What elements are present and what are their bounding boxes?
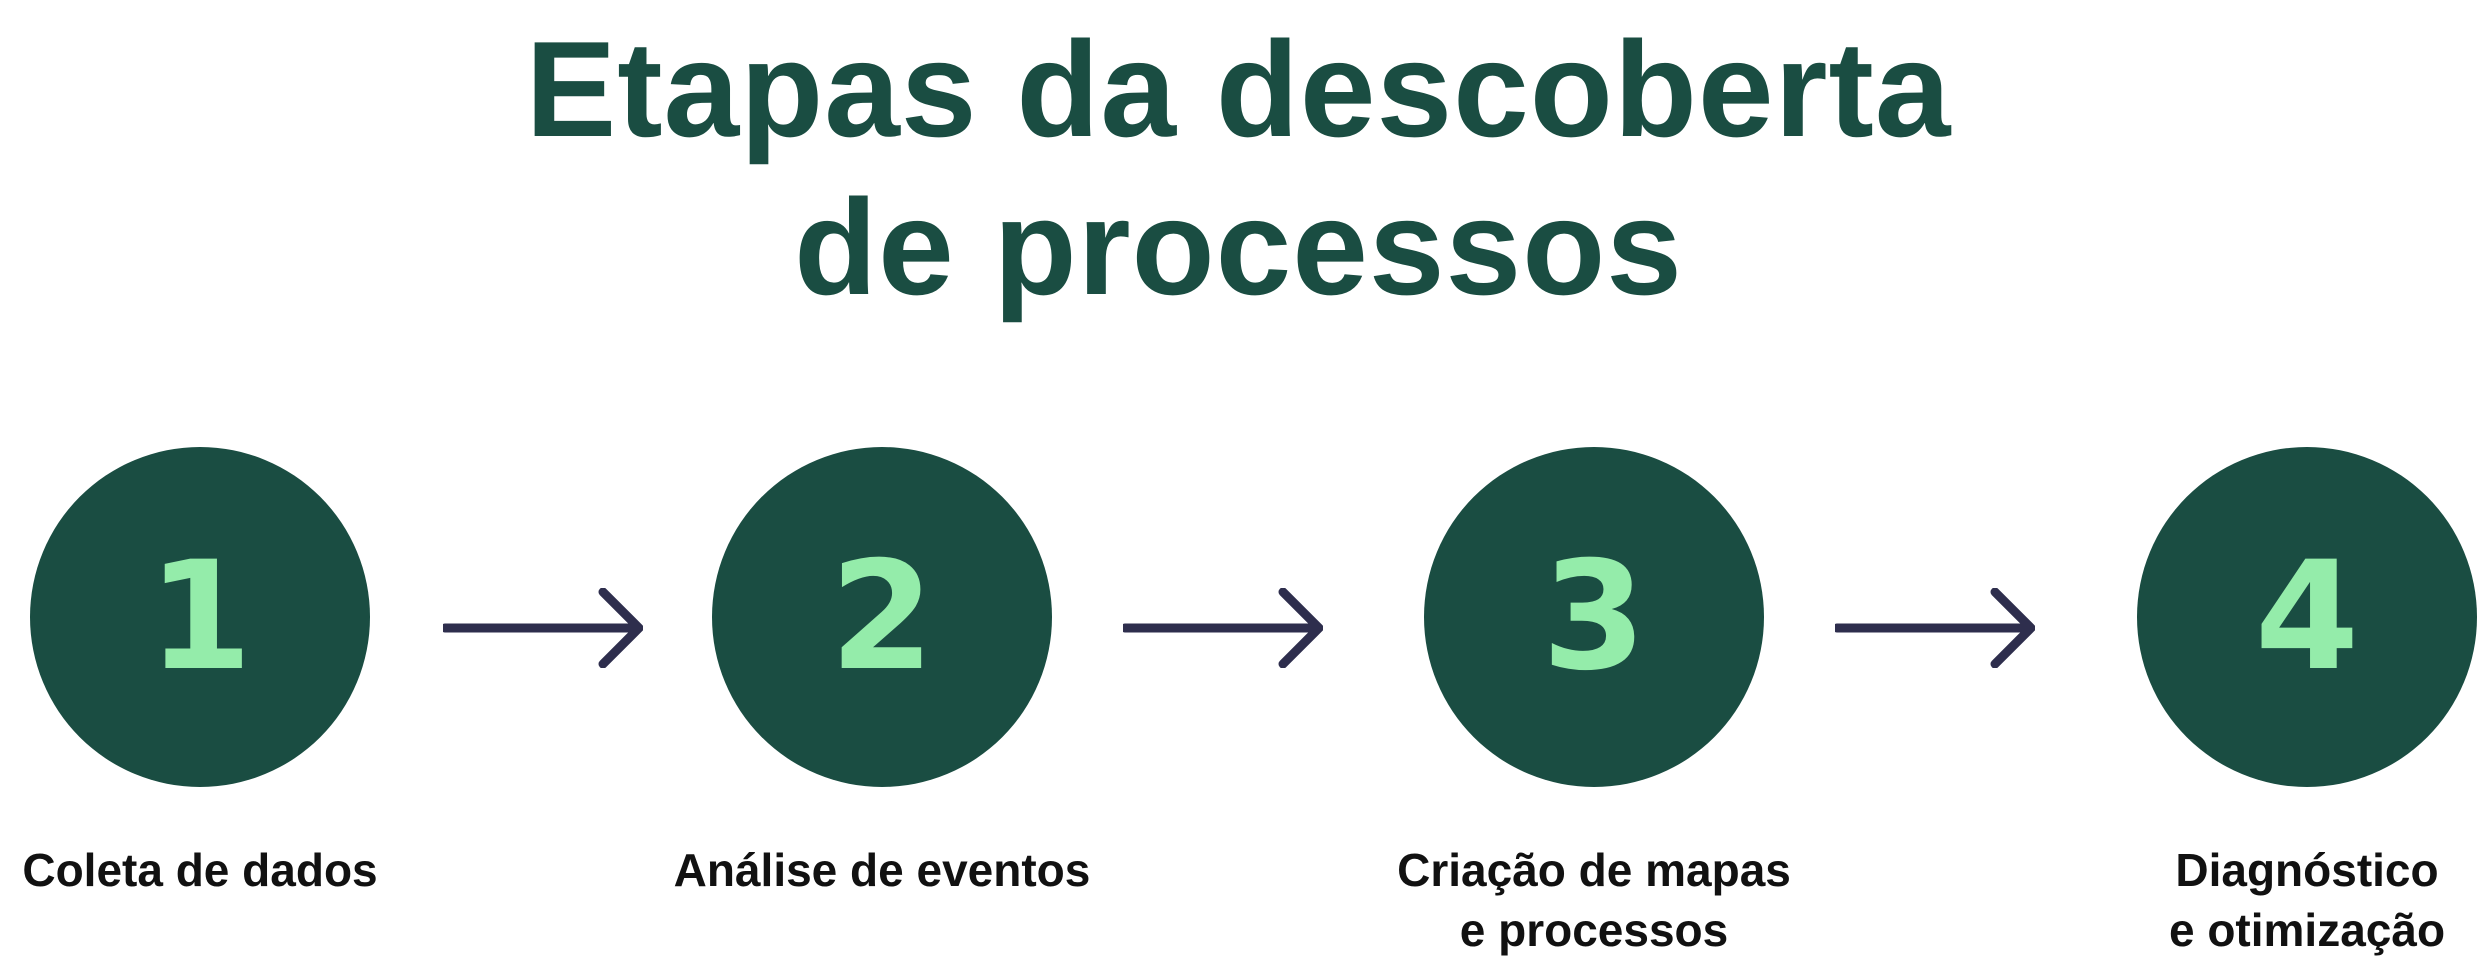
step-1-circle: 1: [30, 447, 370, 787]
step-3-circle: 3: [1424, 447, 1764, 787]
step-4-number: 4: [2254, 530, 2360, 704]
step-3-label: Criação de mapas e processos: [1397, 844, 1791, 956]
step-3-number: 3: [1541, 530, 1647, 704]
arrow-right-icon: [1123, 588, 1323, 668]
arrow-right-icon: [443, 588, 643, 668]
arrow-right-icon: [1835, 588, 2035, 668]
step-1-number: 1: [147, 530, 253, 704]
step-4-label: Diagnóstico e otimização: [2168, 844, 2446, 956]
title-line-2: de processos: [794, 171, 1683, 323]
page-title: Etapas da descoberta de processos: [0, 10, 2477, 326]
title-line-1: Etapas da descoberta: [525, 13, 1952, 165]
step-2-circle: 2: [712, 447, 1052, 787]
step-1-label: Coleta de dados: [22, 844, 378, 896]
step-2-number: 2: [829, 530, 935, 704]
step-2-label: Análise de eventos: [673, 844, 1091, 896]
step-4-circle: 4: [2137, 447, 2477, 787]
